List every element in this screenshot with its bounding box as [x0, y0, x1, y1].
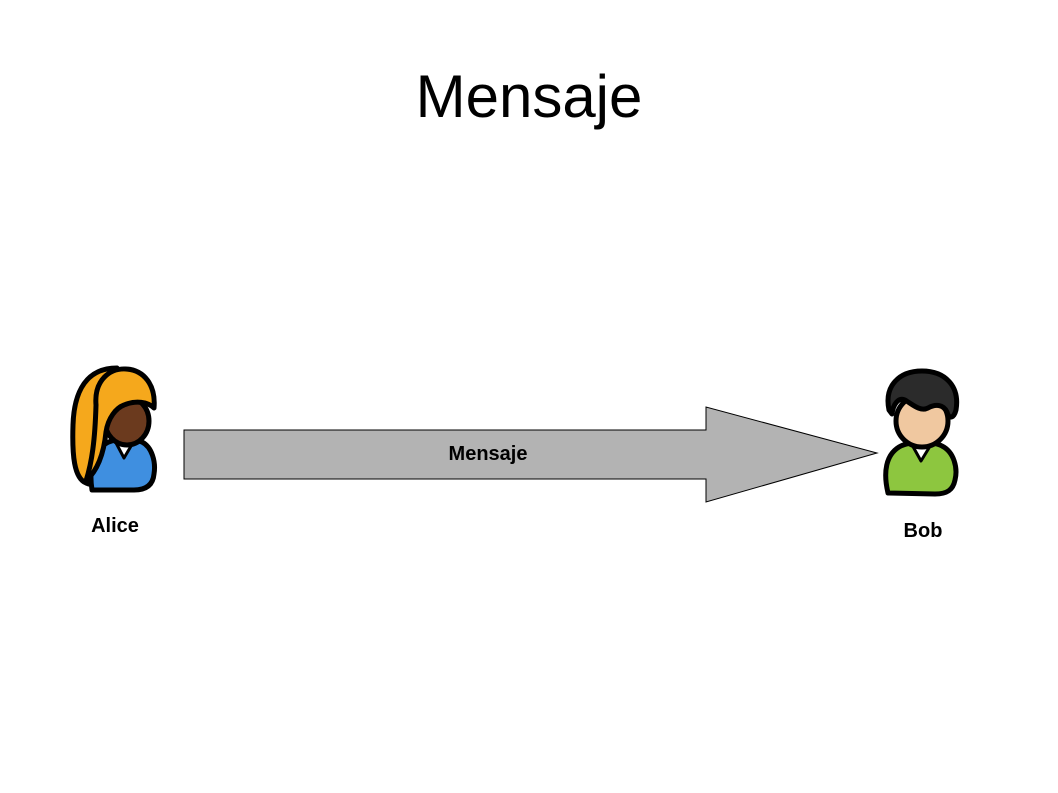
message-arrow-shape	[183, 406, 879, 503]
message-arrow-label: Mensaje	[449, 443, 528, 465]
male-user-icon: Bob	[883, 368, 960, 542]
female-user-icon: Alice	[70, 365, 157, 537]
bob-hair	[885, 368, 960, 420]
slide-title: Mensaje	[415, 63, 643, 130]
bob-shirt	[883, 439, 959, 497]
alice-hair-front	[83, 366, 157, 484]
message-arrow: Mensaje	[183, 406, 879, 503]
alice-label: Alice	[91, 515, 139, 537]
bob-label: Bob	[904, 520, 943, 542]
